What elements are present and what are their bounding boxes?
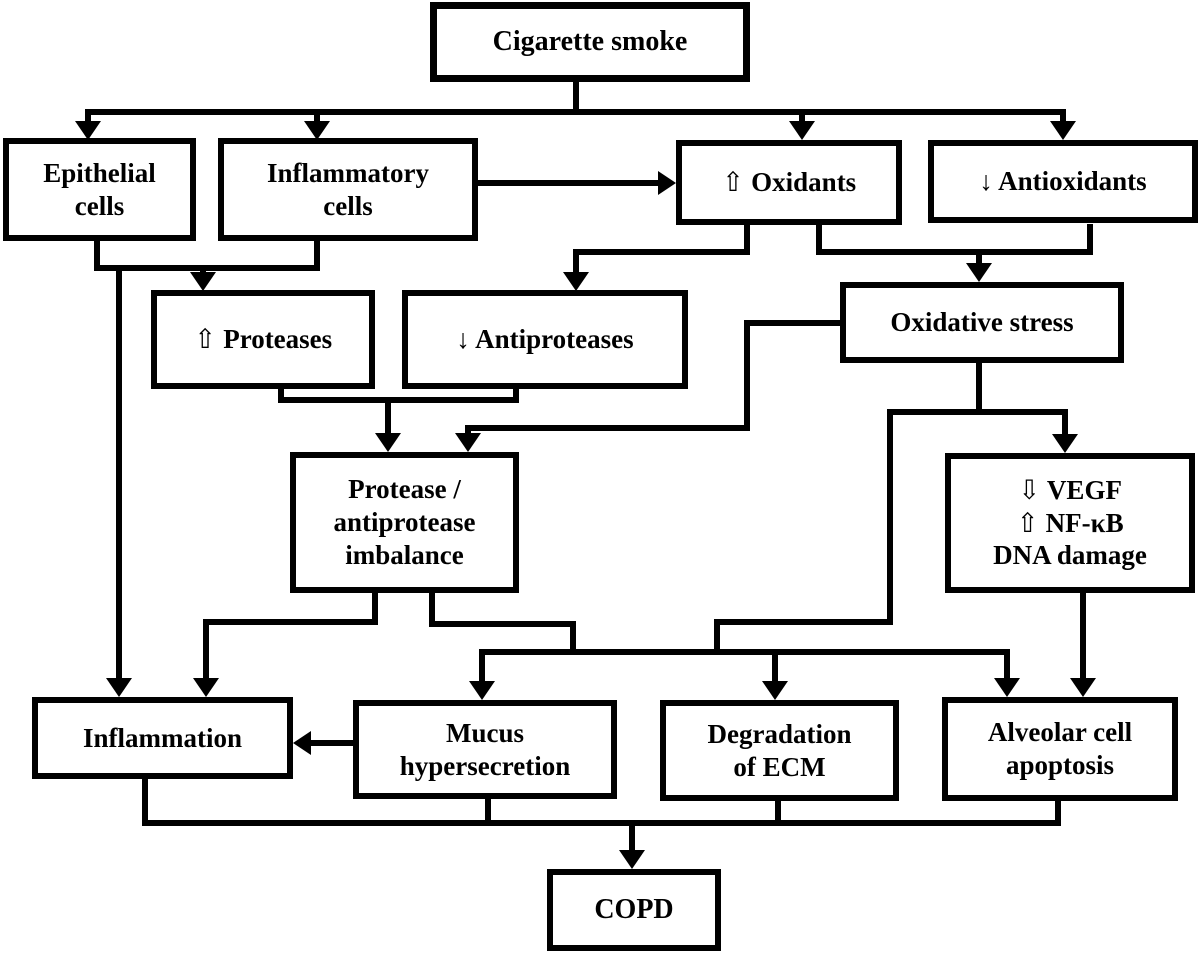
edge-to-antiproteases-drop: [573, 249, 579, 274]
arrowhead-to-antiproteases: [563, 272, 589, 291]
arrowhead-mucus-to-inflammation: [293, 731, 311, 755]
arrowhead-inflammatory-to-oxidants: [658, 171, 676, 195]
edge-to-oxidants: [799, 109, 805, 123]
edge-os-down-drop: [714, 619, 720, 655]
arrowhead-to-alveolar: [994, 678, 1020, 697]
edge-antioxidants-stub: [1087, 224, 1093, 255]
edge-os-left-2: [744, 320, 750, 431]
edge-top-bar: [85, 109, 1066, 115]
node-antioxidants: ↓ Antioxidants: [928, 140, 1198, 223]
arrowhead-cells-to-inflammation: [106, 678, 132, 697]
arrowhead-to-oxidants: [789, 121, 815, 140]
node-inflammatory-cells: Inflammatory cells: [218, 138, 478, 241]
node-oxidants: ⇧ Oxidants: [676, 140, 902, 225]
node-cigarette-smoke: Cigarette smoke: [430, 2, 750, 82]
arrowhead-vegf-to-alveolar: [1070, 678, 1096, 697]
edge-degradation-stub: [775, 798, 781, 826]
node-oxidative-stress: Oxidative stress: [840, 282, 1124, 363]
edge-to-degradation: [772, 649, 778, 682]
arrowhead-to-proteases: [190, 272, 216, 291]
arrowhead-to-inflammatory: [304, 121, 330, 140]
node-mucus-hypersecretion: Mucus hypersecretion: [353, 700, 617, 799]
node-inflammation: Inflammation: [32, 697, 293, 779]
node-epithelial-cells: Epithelial cells: [3, 138, 196, 241]
edge-imbalance-right-stub: [429, 592, 435, 627]
edge-os-bottom-stub: [976, 362, 982, 415]
edge-mucus-to-inflammation: [308, 740, 353, 746]
arrowhead-to-copd: [619, 850, 645, 869]
edge-imbalance-to-inflammation: [203, 619, 209, 680]
edge-imbalance-left-bar: [203, 619, 378, 625]
edge-to-antioxidants: [1060, 109, 1066, 123]
arrowhead-to-imbalance: [375, 433, 401, 452]
edge-to-vegf-drop: [1062, 409, 1068, 435]
edge-to-inflammatory: [314, 109, 320, 123]
arrowhead-to-antioxidants: [1050, 121, 1076, 140]
edge-cigarette-stub: [573, 80, 579, 115]
edge-oxidants-to-antiproteases: [573, 249, 747, 255]
edge-to-epithelial: [85, 109, 91, 123]
edge-oxidants-left-stub: [744, 224, 750, 255]
edge-imbalance-right-drop: [570, 621, 576, 655]
edge-inflammation-stub: [142, 778, 148, 826]
edge-os-left-1: [747, 320, 840, 326]
edge-alveolar-stub: [1055, 800, 1061, 826]
node-proteases: ⇧ Proteases: [151, 290, 375, 389]
edge-to-alveolar: [1004, 649, 1010, 679]
edge-inflammatory-stub: [314, 240, 320, 271]
arrowhead-os-to-imbalance: [455, 433, 481, 452]
edge-inflammatory-to-oxidants: [478, 180, 663, 186]
arrowhead-to-mucus: [469, 681, 495, 700]
edge-to-oxidative-stress: [976, 249, 982, 265]
arrowhead-to-degradation: [762, 681, 788, 700]
edge-to-imbalance: [385, 397, 391, 434]
edge-distribution-bar: [479, 649, 1010, 655]
edge-vegf-to-alveolar: [1080, 592, 1086, 680]
edge-protease-merge-bar: [278, 397, 519, 403]
edge-cells-merge-bar: [94, 265, 320, 271]
edge-os-down-long: [887, 409, 893, 625]
edge-oxidant-merge-bar: [816, 249, 1093, 255]
edge-imbalance-left-stub: [372, 592, 378, 625]
arrowhead-to-oxidative-stress: [966, 263, 992, 282]
node-alveolar-cell-apoptosis: Alveolar cell apoptosis: [942, 697, 1178, 801]
node-antiproteases: ↓ Antiproteases: [402, 290, 688, 389]
edge-oxidants-right-stub: [816, 224, 822, 255]
node-copd: COPD: [547, 869, 721, 951]
edge-os-left-3: [465, 425, 747, 431]
edge-bottom-bar: [142, 820, 1061, 826]
edge-to-copd: [629, 820, 635, 852]
edge-cells-to-inflammation: [116, 265, 122, 680]
edge-proteases-stub: [278, 388, 284, 403]
arrowhead-to-epithelial: [75, 121, 101, 140]
edge-antiproteases-stub: [513, 388, 519, 403]
edge-imbalance-right-bar: [429, 621, 576, 627]
node-degradation-of-ecm: Degradation of ECM: [660, 700, 899, 801]
edge-os-to-imbalance-drop: [465, 425, 471, 435]
arrowhead-imbalance-to-inflammation: [193, 678, 219, 697]
arrowhead-to-vegf: [1052, 434, 1078, 453]
node-vegf-nfkb-dna-damage: ⇩ VEGF ⇧ NF-κB DNA damage: [945, 453, 1195, 593]
edge-os-down-left: [714, 619, 890, 625]
edge-epithelial-stub: [94, 240, 100, 271]
edge-mucus-stub: [485, 798, 491, 826]
edge-os-split-bar: [887, 409, 1068, 415]
node-protease-antiprotease-imbalance: Protease / antiprotease imbalance: [290, 452, 519, 593]
edge-to-proteases: [200, 265, 206, 275]
edge-to-mucus: [479, 649, 485, 682]
